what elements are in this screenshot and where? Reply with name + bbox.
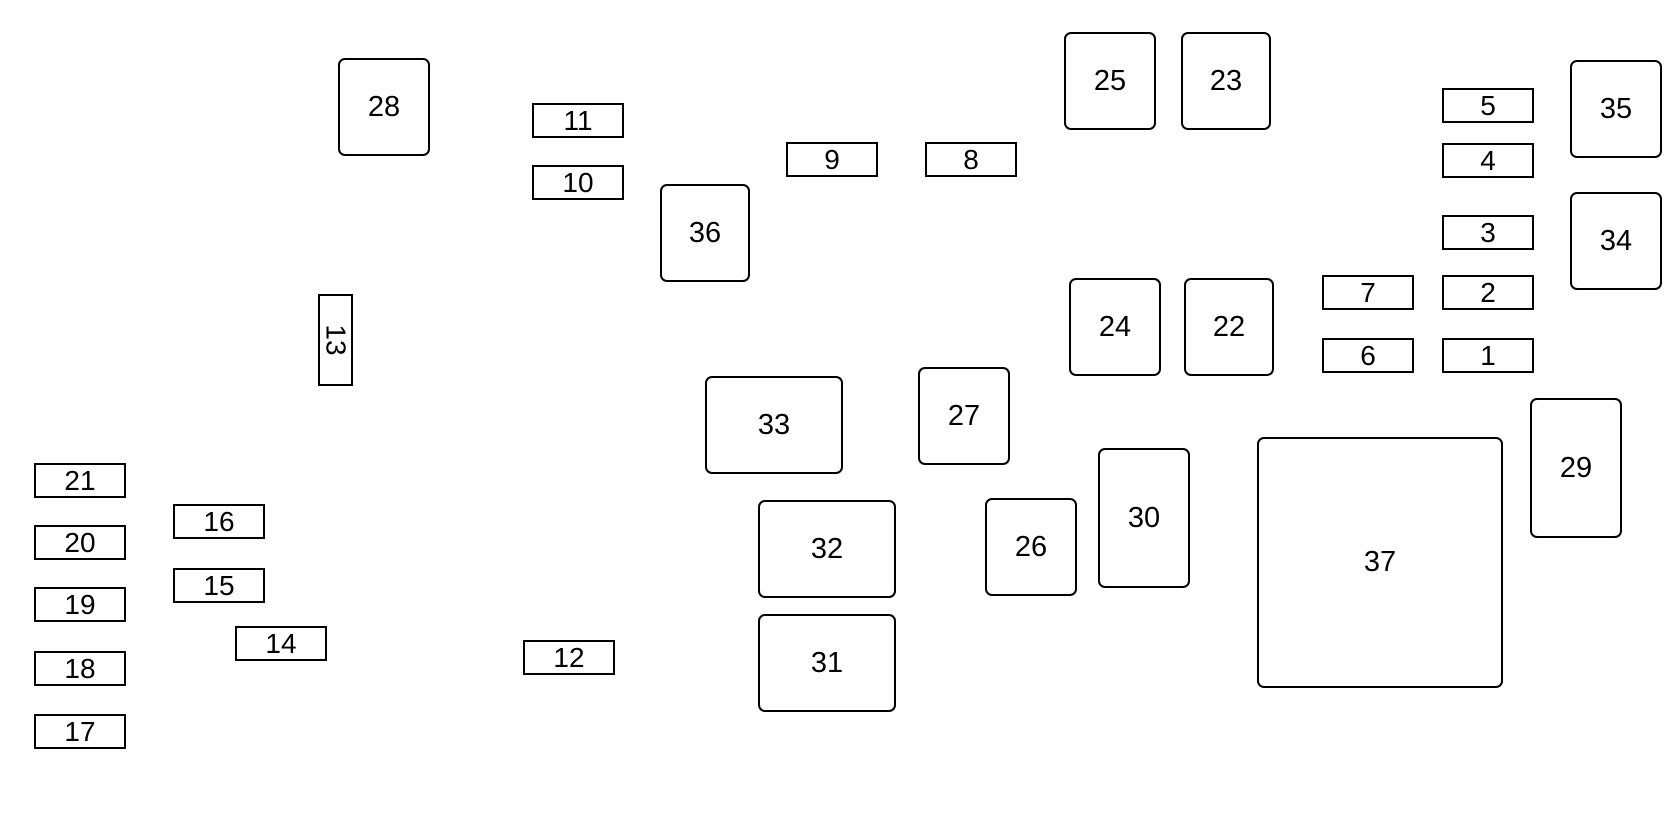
fuse-label: 18 <box>64 652 96 684</box>
fuse-label: 3 <box>1480 216 1496 248</box>
fuse-15: 15 <box>173 568 265 603</box>
fuse-2: 2 <box>1442 275 1534 310</box>
fuse-9: 9 <box>786 142 878 177</box>
fuse-label: 9 <box>824 143 840 175</box>
fuse-label: 4 <box>1480 144 1496 176</box>
relay-label: 24 <box>1098 310 1132 343</box>
relay-label: 22 <box>1212 310 1246 343</box>
fuse-11: 11 <box>532 103 624 138</box>
fuse-label: 14 <box>265 627 297 659</box>
fuse-14: 14 <box>235 626 327 661</box>
fuse-16: 16 <box>173 504 265 539</box>
relay-label: 35 <box>1599 92 1633 125</box>
relay-label: 32 <box>810 532 844 565</box>
fuse-label: 16 <box>203 505 235 537</box>
relay-label: 29 <box>1559 451 1593 484</box>
relay-24: 24 <box>1069 278 1161 376</box>
relay-37: 37 <box>1257 437 1503 688</box>
relay-36: 36 <box>660 184 750 282</box>
fuse-7: 7 <box>1322 275 1414 310</box>
relay-31: 31 <box>758 614 896 712</box>
fuse-17: 17 <box>34 714 126 749</box>
relay-35: 35 <box>1570 60 1662 158</box>
relay-label: 27 <box>947 399 981 432</box>
fuse-label: 8 <box>963 143 979 175</box>
fuse-4: 4 <box>1442 143 1534 178</box>
relay-label: 36 <box>688 216 722 249</box>
fuse-label: 10 <box>562 166 594 198</box>
fuse-18: 18 <box>34 651 126 686</box>
fuse-1: 1 <box>1442 338 1534 373</box>
relay-25: 25 <box>1064 32 1156 130</box>
relay-label: 30 <box>1127 501 1161 534</box>
relay-label: 34 <box>1599 224 1633 257</box>
fuse-20: 20 <box>34 525 126 560</box>
fuse-label: 15 <box>203 569 235 601</box>
relay-30: 30 <box>1098 448 1190 588</box>
relay-33: 33 <box>705 376 843 474</box>
relay-23: 23 <box>1181 32 1271 130</box>
fuse-12: 12 <box>523 640 615 675</box>
fuse-label: 17 <box>64 715 96 747</box>
relay-label: 33 <box>757 408 791 441</box>
relay-label: 31 <box>810 646 844 679</box>
relay-label: 37 <box>1363 546 1397 578</box>
fuse-8: 8 <box>925 142 1017 177</box>
relay-label: 25 <box>1093 64 1127 97</box>
fuse-3: 3 <box>1442 215 1534 250</box>
relay-26: 26 <box>985 498 1077 596</box>
relay-29: 29 <box>1530 398 1622 538</box>
fuse-label: 13 <box>320 324 352 356</box>
fuse-10: 10 <box>532 165 624 200</box>
fuse-6: 6 <box>1322 338 1414 373</box>
relay-32: 32 <box>758 500 896 598</box>
fuse-21: 21 <box>34 463 126 498</box>
fuse-5: 5 <box>1442 88 1534 123</box>
relay-27: 27 <box>918 367 1010 465</box>
fuse-13: 13 <box>318 294 353 386</box>
relay-label: 23 <box>1209 64 1243 97</box>
fuse-label: 21 <box>64 464 96 496</box>
fuse-label: 11 <box>563 104 593 136</box>
relay-label: 28 <box>367 90 401 123</box>
relay-28: 28 <box>338 58 430 156</box>
fuse-label: 5 <box>1480 89 1496 121</box>
relay-34: 34 <box>1570 192 1662 290</box>
fuse-label: 19 <box>64 588 96 620</box>
fuse-label: 2 <box>1480 276 1496 308</box>
fuse-label: 12 <box>553 641 585 673</box>
relay-label: 26 <box>1014 530 1048 563</box>
fuse-label: 20 <box>64 526 96 558</box>
fuse-19: 19 <box>34 587 126 622</box>
fuse-label: 1 <box>1480 339 1496 371</box>
fuse-label: 7 <box>1360 276 1376 308</box>
relay-22: 22 <box>1184 278 1274 376</box>
fuse-label: 6 <box>1360 339 1376 371</box>
